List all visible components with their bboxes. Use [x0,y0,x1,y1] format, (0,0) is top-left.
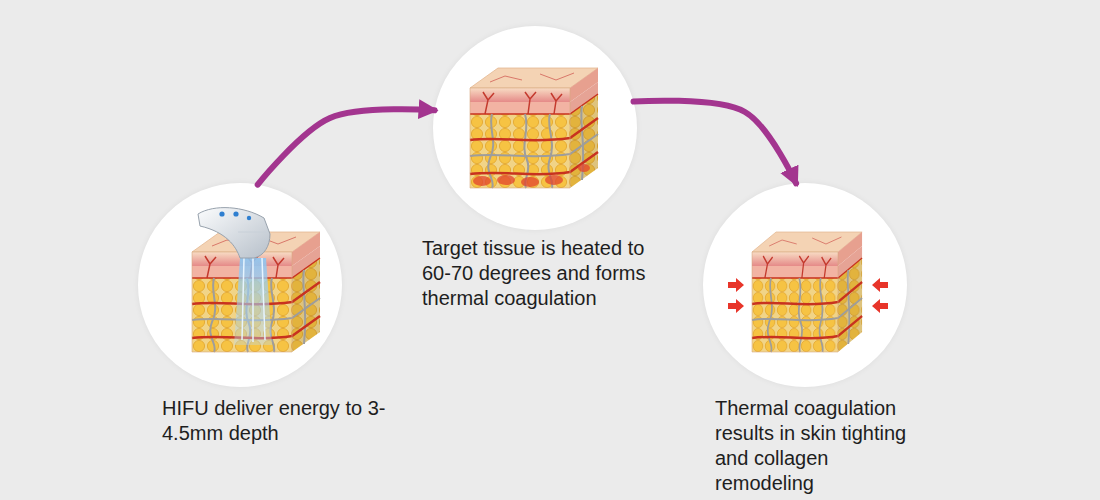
handpiece-light [247,216,251,220]
process-circle: HIFU deliver energy to 3-4.5mm depth [138,183,342,387]
handpiece-light [219,211,224,216]
beam-cone [234,258,272,345]
tightened-skin-cube [752,232,862,352]
tightening-arrows [728,278,888,313]
tightening-arrow [728,278,744,292]
skin-cube [192,232,320,352]
heated-skin-cube [470,68,598,188]
step-description: Target tissue is heated to 60-70 degrees… [422,236,672,311]
process-circle: Target tissue is heated to 60-70 degrees… [433,26,637,230]
skin-cube-body [470,68,598,188]
handpiece-light [233,211,238,216]
flow-arrow [634,101,797,184]
coagulation-spots [473,164,590,187]
process-circle: Thermal coagulation results in skin tigh… [703,183,907,387]
step-description: Thermal coagulation results in skin tigh… [715,396,930,496]
tightening-arrow [728,299,744,313]
tightening-arrow [872,278,888,292]
ultrasound-beams [234,258,272,345]
hifu-handpiece [198,208,270,258]
beam-lines [242,258,265,342]
skin-cube-body [752,232,862,352]
handpiece-body [198,208,270,258]
skin-cube-body [192,232,320,352]
handpiece-seam [238,232,268,233]
tightening-arrow [872,299,888,313]
step-description: HIFU deliver energy to 3-4.5mm depth [162,396,402,446]
flow-arrow [258,109,435,184]
